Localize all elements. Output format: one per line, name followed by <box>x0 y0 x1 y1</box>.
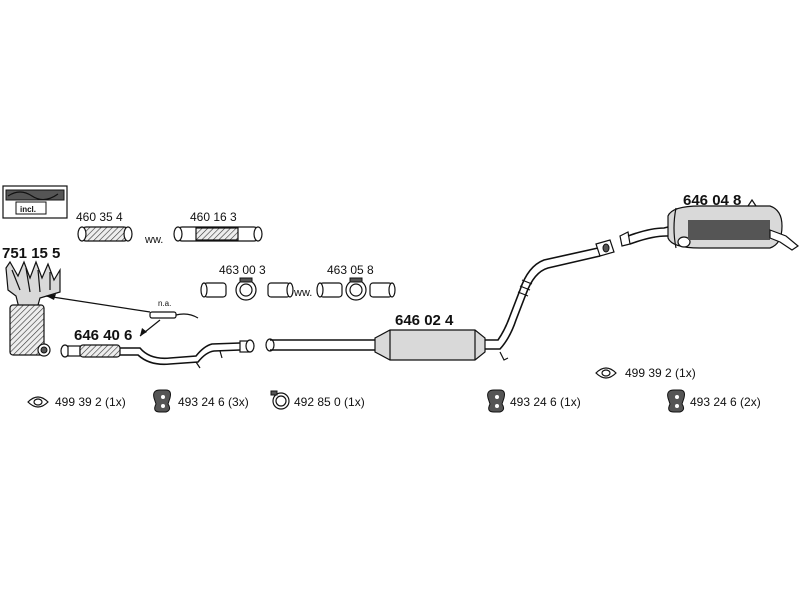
na-label: n.a. <box>158 299 171 308</box>
fitting-4: 493 24 6 (1x) <box>487 389 581 413</box>
clamp-2-part-number: 463 05 8 <box>327 263 374 277</box>
gasket-kit-box: incl. <box>2 185 68 219</box>
rubber-mount-icon <box>153 389 171 413</box>
ww-label-2: ww. <box>293 287 312 299</box>
rear-silencer-part-number: 646 04 8 <box>683 192 741 209</box>
manifold-catalyst <box>5 260 61 357</box>
manifold-part-number: 751 15 5 <box>2 245 60 262</box>
fitting-1-label: 499 39 2 (1x) <box>55 395 126 409</box>
rubber-mount-icon <box>487 389 505 413</box>
fitting-2-label: 493 24 6 (3x) <box>178 395 249 409</box>
fitting-5-label: 499 39 2 (1x) <box>625 366 696 380</box>
rear-silencer <box>619 198 800 251</box>
front-pipe <box>60 339 255 369</box>
flex-pipe-2 <box>173 226 263 242</box>
fitting-3-label: 492 85 0 (1x) <box>294 395 365 409</box>
fitting-3: 492 85 0 (1x) <box>270 390 365 410</box>
ww-label-1: ww. <box>144 234 163 246</box>
oxygen-sensor: n.a. <box>139 299 199 337</box>
clamp-set-1 <box>200 277 294 301</box>
fitting-1: 499 39 2 (1x) <box>27 395 126 409</box>
flex-pipe-2-part-number: 460 16 3 <box>190 210 237 224</box>
fitting-4-label: 493 24 6 (1x) <box>510 395 581 409</box>
rubber-mount-icon <box>667 389 685 413</box>
middle-silencer-part-number: 646 02 4 <box>395 312 454 329</box>
fitting-5: 499 39 2 (1x) <box>595 366 696 380</box>
fitting-2: 493 24 6 (3x) <box>153 389 249 413</box>
flex-pipe-1 <box>77 226 133 242</box>
flex-pipe-1-part-number: 460 35 4 <box>76 210 123 224</box>
clamp-1-part-number: 463 00 3 <box>219 263 266 277</box>
incl-label: incl. <box>20 205 36 214</box>
middle-silencer <box>265 239 615 361</box>
front-pipe-part-number: 646 40 6 <box>74 327 132 344</box>
fitting-6-label: 493 24 6 (2x) <box>690 395 761 409</box>
clamp-set-2 <box>316 277 396 301</box>
fitting-6: 493 24 6 (2x) <box>667 389 761 413</box>
